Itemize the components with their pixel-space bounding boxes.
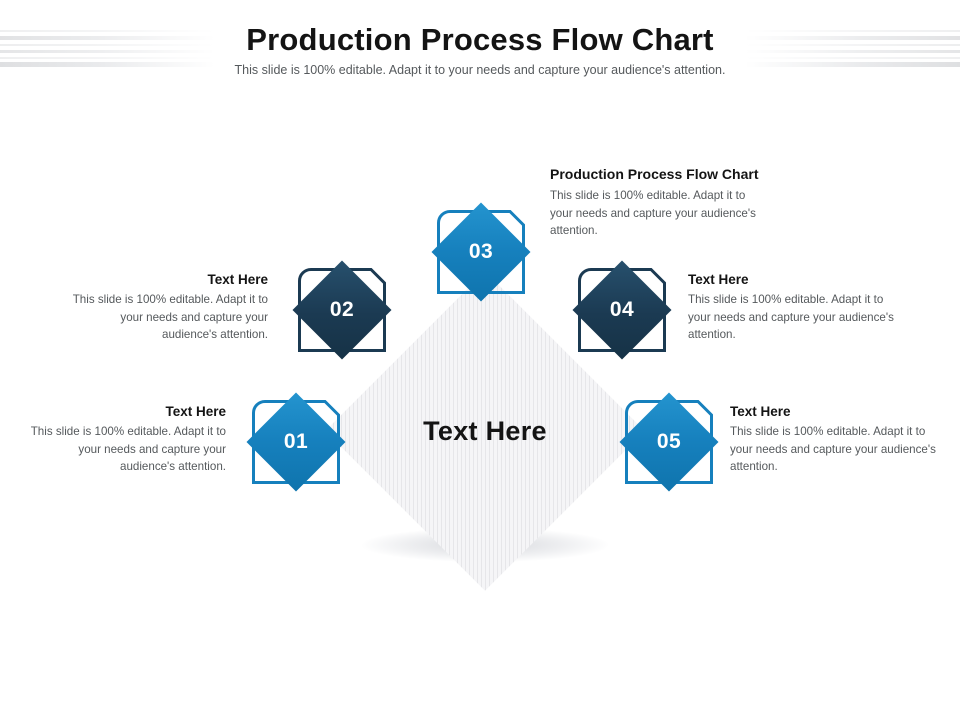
node-frame-icon [622,397,716,487]
process-node-05[interactable]: 05 [619,392,719,492]
process-node-04[interactable]: 04 [572,260,672,360]
node-body: This slide is 100% editable. Adapt it to… [30,425,226,474]
node-frame-icon [249,397,343,487]
process-node-01[interactable]: 01 [246,392,346,492]
node-frame-icon [575,265,669,355]
node-heading: Text Here [207,272,268,287]
node-number: 04 [609,298,635,321]
node-text-05: Text Here This slide is 100% editable. A… [730,404,942,476]
node-heading: Production Process Flow Chart [550,166,759,182]
process-node-03[interactable]: 03 [431,202,531,302]
node-text-01: Text Here This slide is 100% editable. A… [22,404,226,476]
node-number: 03 [468,240,494,263]
page-title: Production Process Flow Chart [246,22,714,57]
node-frame-icon [295,265,389,355]
node-number: 01 [283,430,309,453]
node-heading: Text Here [688,272,749,287]
node-text-04: Text Here This slide is 100% editable. A… [688,272,900,344]
node-body: This slide is 100% editable. Adapt it to… [688,293,894,342]
process-node-02[interactable]: 02 [292,260,392,360]
node-heading: Text Here [165,404,226,419]
node-frame-icon [434,207,528,297]
node-number: 05 [656,430,682,453]
node-body: This slide is 100% editable. Adapt it to… [550,189,756,238]
node-heading: Text Here [730,404,791,419]
node-number: 02 [329,298,355,321]
page-subtitle: This slide is 100% editable. Adapt it to… [234,63,726,77]
node-text-02: Text Here This slide is 100% editable. A… [64,272,268,344]
node-body: This slide is 100% editable. Adapt it to… [730,425,936,474]
node-text-03: Production Process Flow Chart This slide… [550,166,762,240]
node-body: This slide is 100% editable. Adapt it to… [72,293,268,342]
center-diamond-label: Text Here [423,415,547,446]
